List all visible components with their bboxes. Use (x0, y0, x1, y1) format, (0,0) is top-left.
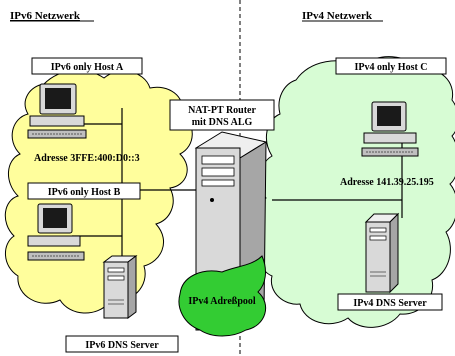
ipv4-network-cloud (255, 56, 455, 328)
router-label-line2: mit DNS ALG (192, 117, 253, 128)
ipv6-dns-label: IPv6 DNS Server (85, 340, 159, 351)
router-label-box: NAT-PT Router mit DNS ALG (169, 99, 275, 131)
host-a-label-box: IPv6 only Host A (31, 57, 143, 75)
ipv4-dns-server-icon (364, 212, 400, 294)
host-c-label-box: IPv4 only Host C (335, 57, 447, 75)
host-b-computer-icon (27, 203, 85, 261)
host-a-computer-icon (27, 83, 87, 139)
host-b-label-box: IPv6 only Host B (27, 182, 141, 200)
host-c-computer-icon (361, 101, 419, 157)
ipv4-dns-label: IPv4 DNS Server (353, 298, 427, 309)
ipv4-address-pool-blob (178, 255, 267, 337)
ipv4-address-label: Adresse 141.39.25.195 (340, 177, 434, 188)
host-b-label: IPv6 only Host B (48, 187, 121, 198)
host-c-label: IPv4 only Host C (354, 62, 427, 73)
ipv4-address-pool-label: IPv4 Adreßpool (188, 296, 256, 307)
ipv6-dns-server-icon (102, 255, 138, 319)
router-label-line1: NAT-PT Router (188, 105, 256, 116)
ipv6-address-label: Adresse 3FFE:400:D0::3 (34, 153, 140, 164)
ipv4-network-header: IPv4 Netzwerk (302, 10, 373, 22)
ipv6-dns-label-box: IPv6 DNS Server (65, 335, 179, 353)
host-a-label: IPv6 only Host A (51, 62, 124, 73)
ipv4-dns-label-box: IPv4 DNS Server (337, 293, 443, 311)
ipv6-network-header: IPv6 Netzwerk (10, 10, 81, 22)
